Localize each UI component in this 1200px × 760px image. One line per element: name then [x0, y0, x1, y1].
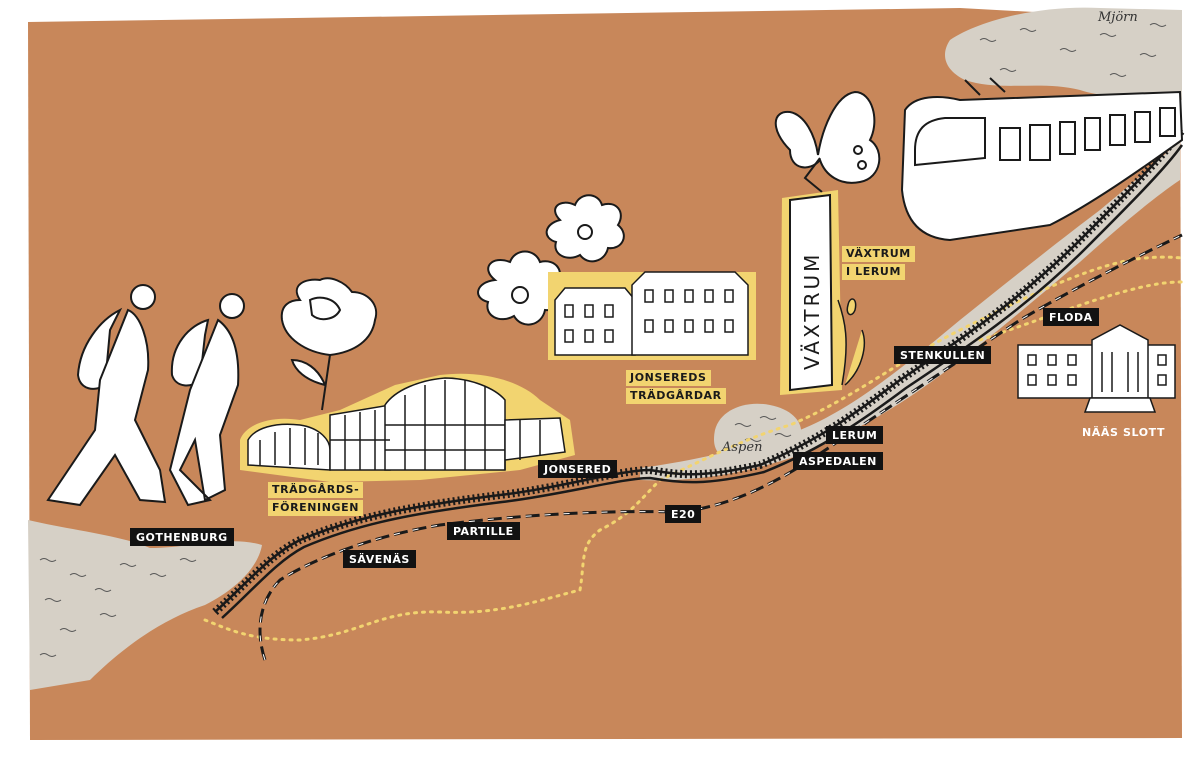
castle-icon: [1017, 324, 1176, 413]
butterfly-icon: [774, 90, 881, 193]
label-gothenburg: GOTHENBURG: [130, 528, 234, 546]
label-tradgard-line2: FÖRENINGEN: [268, 500, 364, 516]
label-aspedalen: ASPEDALEN: [793, 452, 883, 470]
greenhouse-icon: [240, 373, 575, 482]
railway: [212, 127, 1186, 619]
water-gothenburg: [28, 520, 262, 690]
label-vaxtrum-line2: I LERUM: [842, 264, 905, 280]
label-jonsered: JONSERED: [538, 460, 618, 478]
hiking-trail: [203, 255, 1184, 642]
rose-icon: [280, 277, 378, 411]
water-aspen: [714, 403, 802, 461]
label-tradgardsforeningen: TRÄDGÅRDS- FÖRENINGEN: [268, 482, 364, 518]
tower-icon: [780, 190, 865, 395]
flowers-icon: [477, 194, 625, 326]
label-e20: E20: [665, 505, 702, 523]
label-tradgard-line1: TRÄDGÅRDS-: [268, 482, 364, 498]
label-vaxtrum-i-lerum: VÄXTRUM I LERUM: [842, 246, 915, 282]
label-mjorn: Mjörn: [1098, 10, 1138, 25]
wave-marks: [39, 23, 1167, 657]
label-vaxtrum-line1: VÄXTRUM: [842, 246, 915, 262]
hikers-illustration: [46, 284, 245, 507]
label-partille: PARTILLE: [447, 522, 520, 540]
label-floda: FLODA: [1043, 308, 1099, 326]
label-lerum: LERUM: [826, 426, 884, 444]
land-area: [28, 8, 1182, 740]
label-naas-slott: NÄÄS SLOTT: [1082, 426, 1166, 439]
label-savenas: SÄVENÄS: [343, 550, 416, 568]
label-jonsereds-line2: TRÄDGÅRDAR: [626, 388, 726, 404]
hiking-trail-branch: [978, 280, 1184, 342]
manor-icon: [548, 271, 756, 360]
label-stenkullen: STENKULLEN: [894, 346, 992, 364]
tower-text: VÄXTRUM: [800, 251, 824, 370]
label-aspen: Aspen: [722, 440, 763, 455]
label-jonsereds-line1: JONSEREDS: [626, 370, 711, 386]
train-icon: [900, 77, 1184, 242]
label-jonsereds-tradgardar: JONSEREDS TRÄDGÅRDAR: [626, 370, 726, 406]
